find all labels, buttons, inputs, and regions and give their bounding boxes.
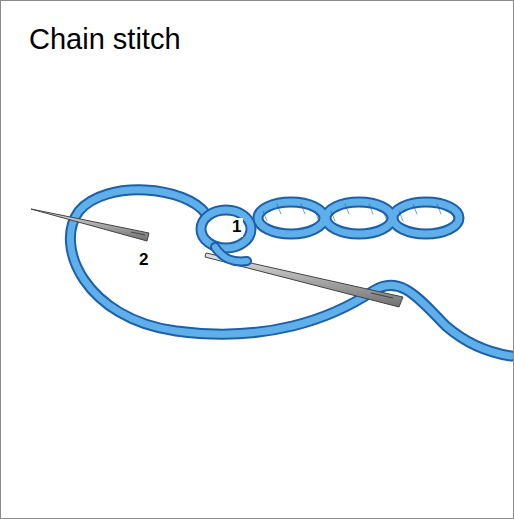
callout-number: 1: [230, 218, 243, 237]
callout-number: 2: [137, 251, 150, 270]
diagram-title: Chain stitch: [29, 23, 181, 56]
needle: [31, 209, 149, 241]
